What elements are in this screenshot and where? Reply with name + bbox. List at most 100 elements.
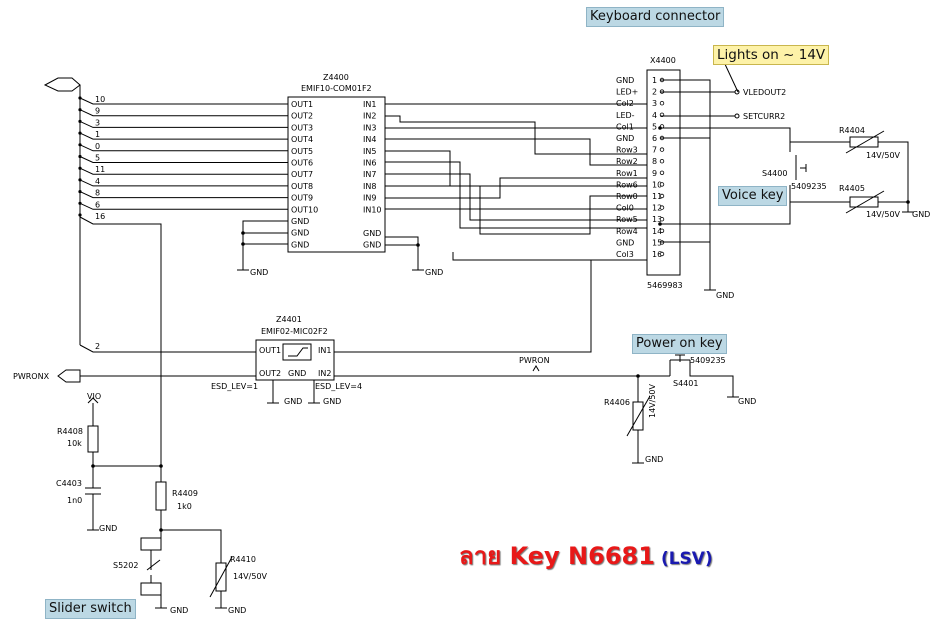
- svg-text:GND: GND: [99, 524, 117, 533]
- r4408-val: 10k: [67, 439, 82, 448]
- r4405-val: 14V/50V: [866, 210, 901, 219]
- x4400-pin-number: 9: [652, 169, 657, 178]
- z4400-left-pin: GND: [291, 240, 309, 249]
- r4410-ref: R4410: [230, 555, 256, 564]
- z4400-right-pin: IN4: [363, 135, 376, 144]
- z4400-right-pin: IN5: [363, 147, 376, 156]
- z4400-part: EMIF10-COM01F2: [301, 84, 372, 93]
- wire-z4400-gnd-right: [385, 236, 419, 270]
- wire-line16: [79, 216, 162, 482]
- s4400-part: 5409235: [791, 182, 827, 191]
- bus-line: [79, 97, 288, 105]
- label-power-on-key: Power on key: [632, 334, 727, 354]
- x4400-ref: X4400: [650, 56, 676, 65]
- bus-line-number: 11: [95, 165, 105, 174]
- bus-line-number: 8: [95, 189, 100, 198]
- s4401-part: 5409235: [690, 356, 726, 365]
- svg-text:GND: GND: [284, 397, 302, 406]
- r4405-ref: R4405: [839, 184, 865, 193]
- bus-line: [79, 144, 288, 152]
- r4406-val: 14V/50V: [648, 383, 657, 418]
- z4400-left-pin: OUT5: [291, 147, 313, 156]
- x4400-signal: LED-: [616, 111, 635, 120]
- net-vledout: VLEDOUT2: [743, 88, 786, 97]
- x4400-pin-number: 1: [652, 76, 657, 85]
- z4400-right-pin: IN7: [363, 170, 376, 179]
- z4400-right-pin: IN9: [363, 194, 376, 203]
- z4400-left-pin: OUT2: [291, 112, 313, 121]
- x4400-pin-dot: [659, 170, 665, 175]
- z4400-left-pin: GND: [291, 217, 309, 226]
- z4400-ref: Z4400: [323, 73, 349, 82]
- x4400-pin-dot: [659, 216, 665, 222]
- x4400-pin-number: 10: [652, 180, 662, 189]
- x4400-pin-number: 13: [652, 215, 662, 224]
- s4401-ref: S4401: [673, 379, 698, 388]
- bus-line-number: 9: [95, 107, 100, 116]
- x4400-signal: Col3: [616, 250, 634, 259]
- x4400-pin-dot: [659, 182, 665, 187]
- z4400-right-pin: IN10: [363, 205, 382, 214]
- z4400-right-pin: IN3: [363, 123, 376, 132]
- x4400-signal: GND: [616, 238, 634, 247]
- net-vio: VIO: [87, 392, 101, 401]
- r4409-resistor: [155, 481, 167, 511]
- wire-x4400-gnd: [660, 79, 711, 290]
- x4400-pin-dot: [659, 193, 665, 199]
- wire-line2: [79, 344, 256, 353]
- x4400-pin-dot: [659, 251, 665, 257]
- x4400-part: 5469983: [647, 281, 683, 290]
- gnd-label-x4400: GND: [716, 291, 734, 300]
- svg-text:IN2: IN2: [318, 369, 331, 378]
- net-setcurr: SETCURR2: [743, 112, 785, 121]
- x4400-pin-number: 3: [652, 99, 657, 108]
- svg-text:GND: GND: [170, 606, 188, 615]
- x4400-pin-dot: [659, 205, 665, 210]
- x4400-pin-dot: [659, 100, 665, 106]
- gnd-label-voice: GND: [912, 210, 930, 219]
- c4403-val: 1n0: [67, 496, 82, 505]
- x4400-pin-number: 6: [652, 134, 657, 143]
- x4400-signal: Row1: [616, 169, 638, 178]
- svg-text:OUT1: OUT1: [259, 346, 281, 355]
- wire-z4401-in1: [334, 260, 592, 353]
- title-main: ลาย Key N6681: [459, 542, 655, 570]
- wire-col1: [660, 127, 791, 152]
- svg-text:OUT2: OUT2: [259, 369, 281, 378]
- bus-tap: [78, 213, 82, 217]
- r4408-ref: R4408: [57, 427, 83, 436]
- x4400-signal: LED+: [616, 88, 638, 97]
- z4400-left-pin: OUT6: [291, 159, 313, 168]
- x4400-signal: GND: [616, 134, 634, 143]
- z4400-right-pin: IN6: [363, 159, 376, 168]
- pwronx-port: [57, 369, 81, 383]
- x4400-pin-dot: [659, 228, 665, 233]
- z4400-left-pin: OUT3: [291, 123, 313, 132]
- z4400-right-pin: GND: [363, 229, 381, 238]
- x4400-pin-number: 4: [652, 111, 657, 120]
- z4400-left-pin: GND: [291, 229, 309, 238]
- svg-text:GND: GND: [288, 369, 306, 378]
- bus-line: [79, 156, 288, 163]
- x4400-signal: Col2: [616, 99, 634, 108]
- r4409-ref: R4409: [172, 489, 198, 498]
- x4400-pin-number: 7: [652, 146, 657, 155]
- x4400-signal: Col0: [616, 204, 634, 213]
- x4400-pin-dot: [659, 147, 665, 152]
- x4400-pin-number: 5: [652, 122, 657, 131]
- z4400-left-pin: OUT7: [291, 170, 313, 179]
- r4409-val: 1k0: [177, 502, 192, 511]
- svg-text:GND: GND: [228, 606, 246, 615]
- svg-text:IN1: IN1: [318, 346, 331, 355]
- bus-line-number: 10: [95, 95, 105, 104]
- label-voice-key: Voice key: [718, 186, 788, 206]
- bus-line: [79, 120, 288, 128]
- label-slider-switch: Slider switch: [45, 599, 136, 619]
- bus-line: [79, 109, 288, 117]
- svg-text:GND: GND: [738, 397, 756, 406]
